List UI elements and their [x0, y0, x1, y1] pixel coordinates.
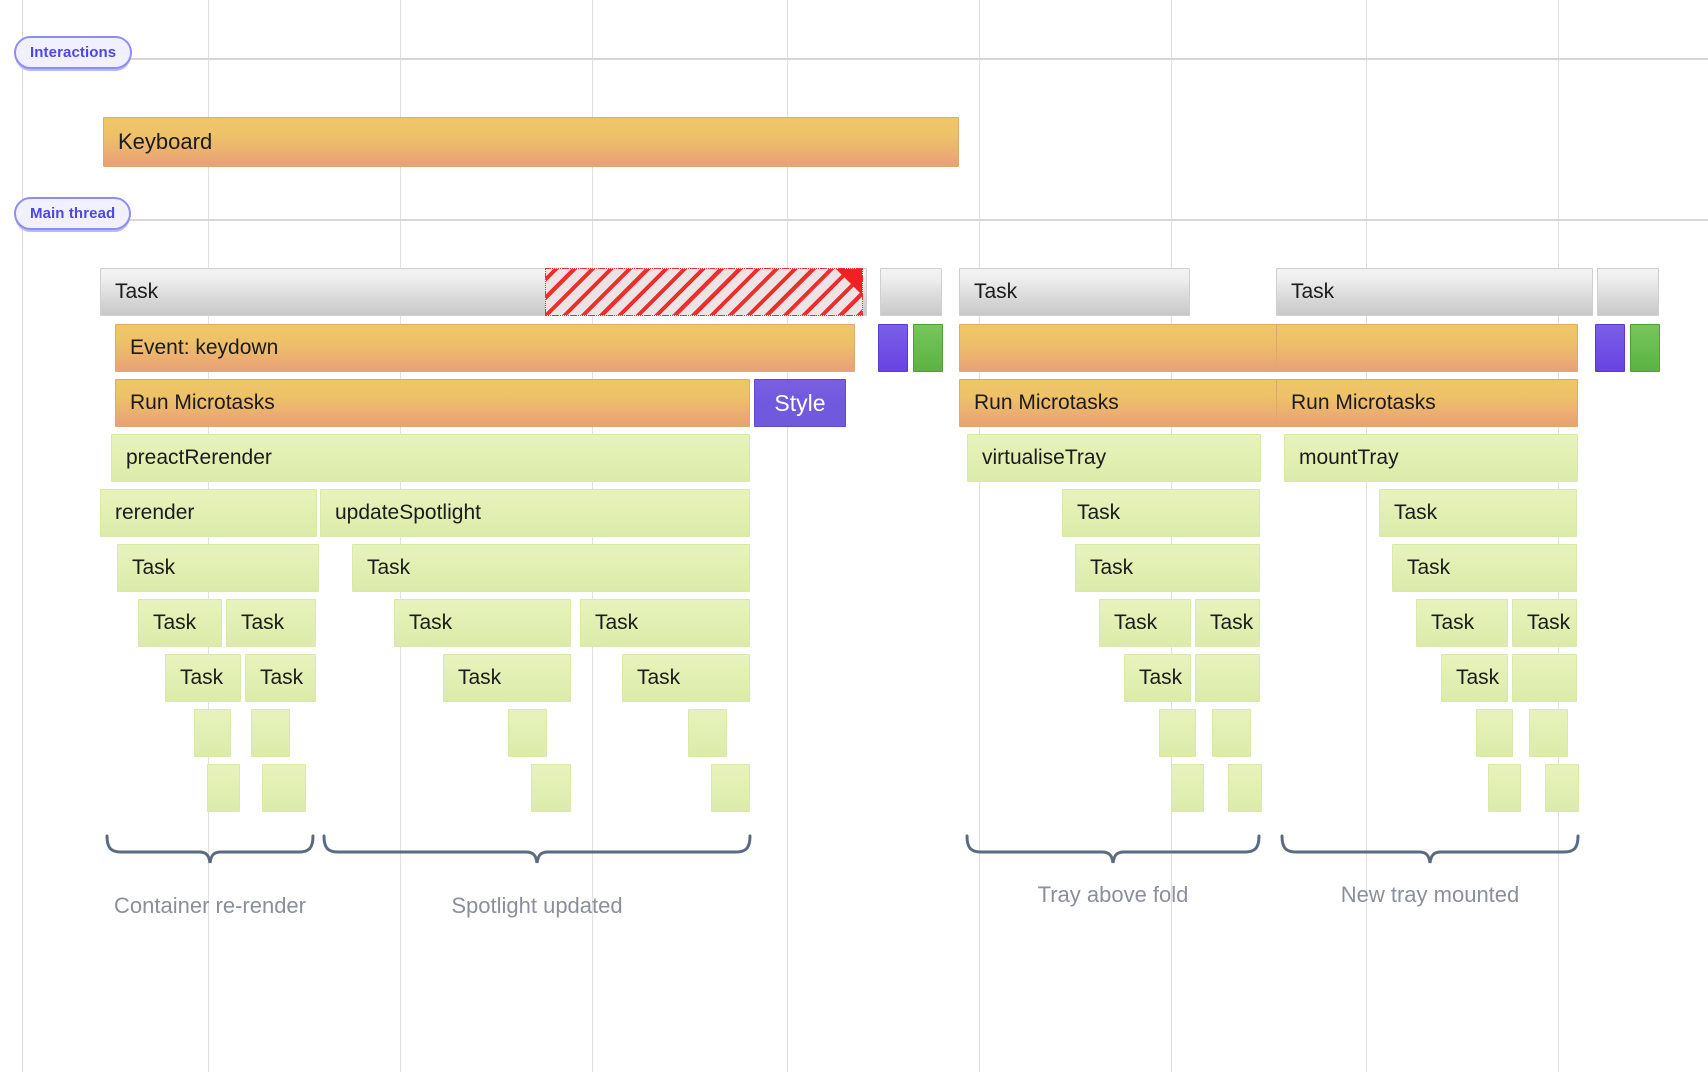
task-bar[interactable]: [1512, 654, 1577, 702]
task-bar[interactable]: [1488, 764, 1521, 812]
virtualise-tray-bar[interactable]: virtualiseTray: [967, 434, 1261, 482]
task-bar[interactable]: [1159, 709, 1196, 757]
bracket-new-tray-mounted: [1280, 832, 1580, 868]
run-microtasks-bar[interactable]: Run Microtasks: [1276, 379, 1578, 427]
track-pill-interactions-label: Interactions: [30, 44, 117, 61]
paint-bar[interactable]: [1630, 324, 1660, 372]
update-spotlight-bar[interactable]: updateSpotlight: [320, 489, 750, 537]
event-bar[interactable]: [1276, 324, 1578, 372]
preact-rerender-bar[interactable]: preactRerender: [111, 434, 750, 482]
gridline: [787, 0, 788, 1072]
gridline: [979, 0, 980, 1072]
task-bar[interactable]: Task: [1441, 654, 1508, 702]
gridline: [22, 0, 23, 1072]
track-separator-main-thread: [22, 219, 1708, 221]
task-bar[interactable]: Task: [1379, 489, 1577, 537]
task-bar[interactable]: Task: [580, 599, 750, 647]
task-bar[interactable]: Task: [1195, 599, 1260, 647]
task-bar[interactable]: [1195, 654, 1260, 702]
task-bar[interactable]: Task: [443, 654, 571, 702]
task-bar[interactable]: Task: [1416, 599, 1508, 647]
bracket-container-re-render: [105, 832, 315, 868]
task-bar[interactable]: [1212, 709, 1251, 757]
task-bar[interactable]: Task: [622, 654, 750, 702]
bracket-tray-above-fold: [965, 832, 1261, 868]
task-bar[interactable]: [1228, 764, 1262, 812]
task-bar[interactable]: [880, 268, 942, 316]
task-bar[interactable]: [207, 764, 240, 812]
task-bar[interactable]: Task: [226, 599, 316, 647]
task-bar[interactable]: [1476, 709, 1513, 757]
track-separator-interactions: [22, 58, 1708, 60]
task-bar[interactable]: [194, 709, 231, 757]
task-bar[interactable]: Task: [1075, 544, 1260, 592]
bracket-spotlight-updated: [322, 832, 752, 868]
event-bar[interactable]: [959, 324, 1292, 372]
style-recalc-bar[interactable]: [878, 324, 908, 372]
run-microtasks-bar[interactable]: Run Microtasks: [959, 379, 1292, 427]
task-bar[interactable]: [688, 709, 727, 757]
track-pill-interactions[interactable]: Interactions: [14, 36, 133, 69]
task-bar[interactable]: [711, 764, 750, 812]
bracket-label-new-tray-mounted: New tray mounted: [1340, 882, 1520, 907]
task-bar[interactable]: Task: [245, 654, 316, 702]
task-bar[interactable]: Task: [138, 599, 222, 647]
track-pill-main-thread-label: Main thread: [30, 205, 116, 222]
style-recalc-bar[interactable]: [1595, 324, 1625, 372]
task-bar[interactable]: Task: [1124, 654, 1191, 702]
bracket-label-spotlight-updated: Spotlight updated: [451, 893, 623, 918]
task-bar[interactable]: [262, 764, 306, 812]
task-bar[interactable]: [1171, 764, 1204, 812]
gridline: [1366, 0, 1367, 1072]
task-bar[interactable]: Task: [165, 654, 241, 702]
task-bar[interactable]: [1529, 709, 1568, 757]
paint-bar[interactable]: [913, 324, 943, 372]
mount-tray-bar[interactable]: mountTray: [1284, 434, 1578, 482]
task-bar[interactable]: [1597, 268, 1659, 316]
bracket-label-container-re-render: Container re-render: [114, 893, 306, 918]
event-keydown-bar[interactable]: Event: keydown: [115, 324, 855, 372]
task-bar[interactable]: [508, 709, 547, 757]
task-bar[interactable]: Task: [1276, 268, 1593, 316]
task-bar[interactable]: Task: [117, 544, 319, 592]
task-bar[interactable]: [531, 764, 571, 812]
bracket-label-tray-above-fold: Tray above fold: [1037, 882, 1189, 907]
task-bar[interactable]: Task: [959, 268, 1190, 316]
interaction-keyboard[interactable]: Keyboard: [103, 117, 959, 167]
task-bar[interactable]: Task: [352, 544, 750, 592]
task-bar[interactable]: Task: [1392, 544, 1577, 592]
task-bar[interactable]: [1545, 764, 1579, 812]
track-pill-main-thread[interactable]: Main thread: [14, 197, 132, 230]
run-microtasks-bar[interactable]: Run Microtasks: [115, 379, 750, 427]
task-bar[interactable]: Task: [394, 599, 571, 647]
task-bar[interactable]: Task: [1512, 599, 1577, 647]
long-task-corner-icon: [836, 269, 862, 295]
style-bar[interactable]: Style: [754, 379, 846, 427]
rerender-bar[interactable]: rerender: [100, 489, 317, 537]
task-bar[interactable]: Task: [1062, 489, 1260, 537]
task-bar[interactable]: [251, 709, 290, 757]
task-bar[interactable]: Task: [1099, 599, 1191, 647]
long-task-hatch[interactable]: [545, 268, 863, 316]
